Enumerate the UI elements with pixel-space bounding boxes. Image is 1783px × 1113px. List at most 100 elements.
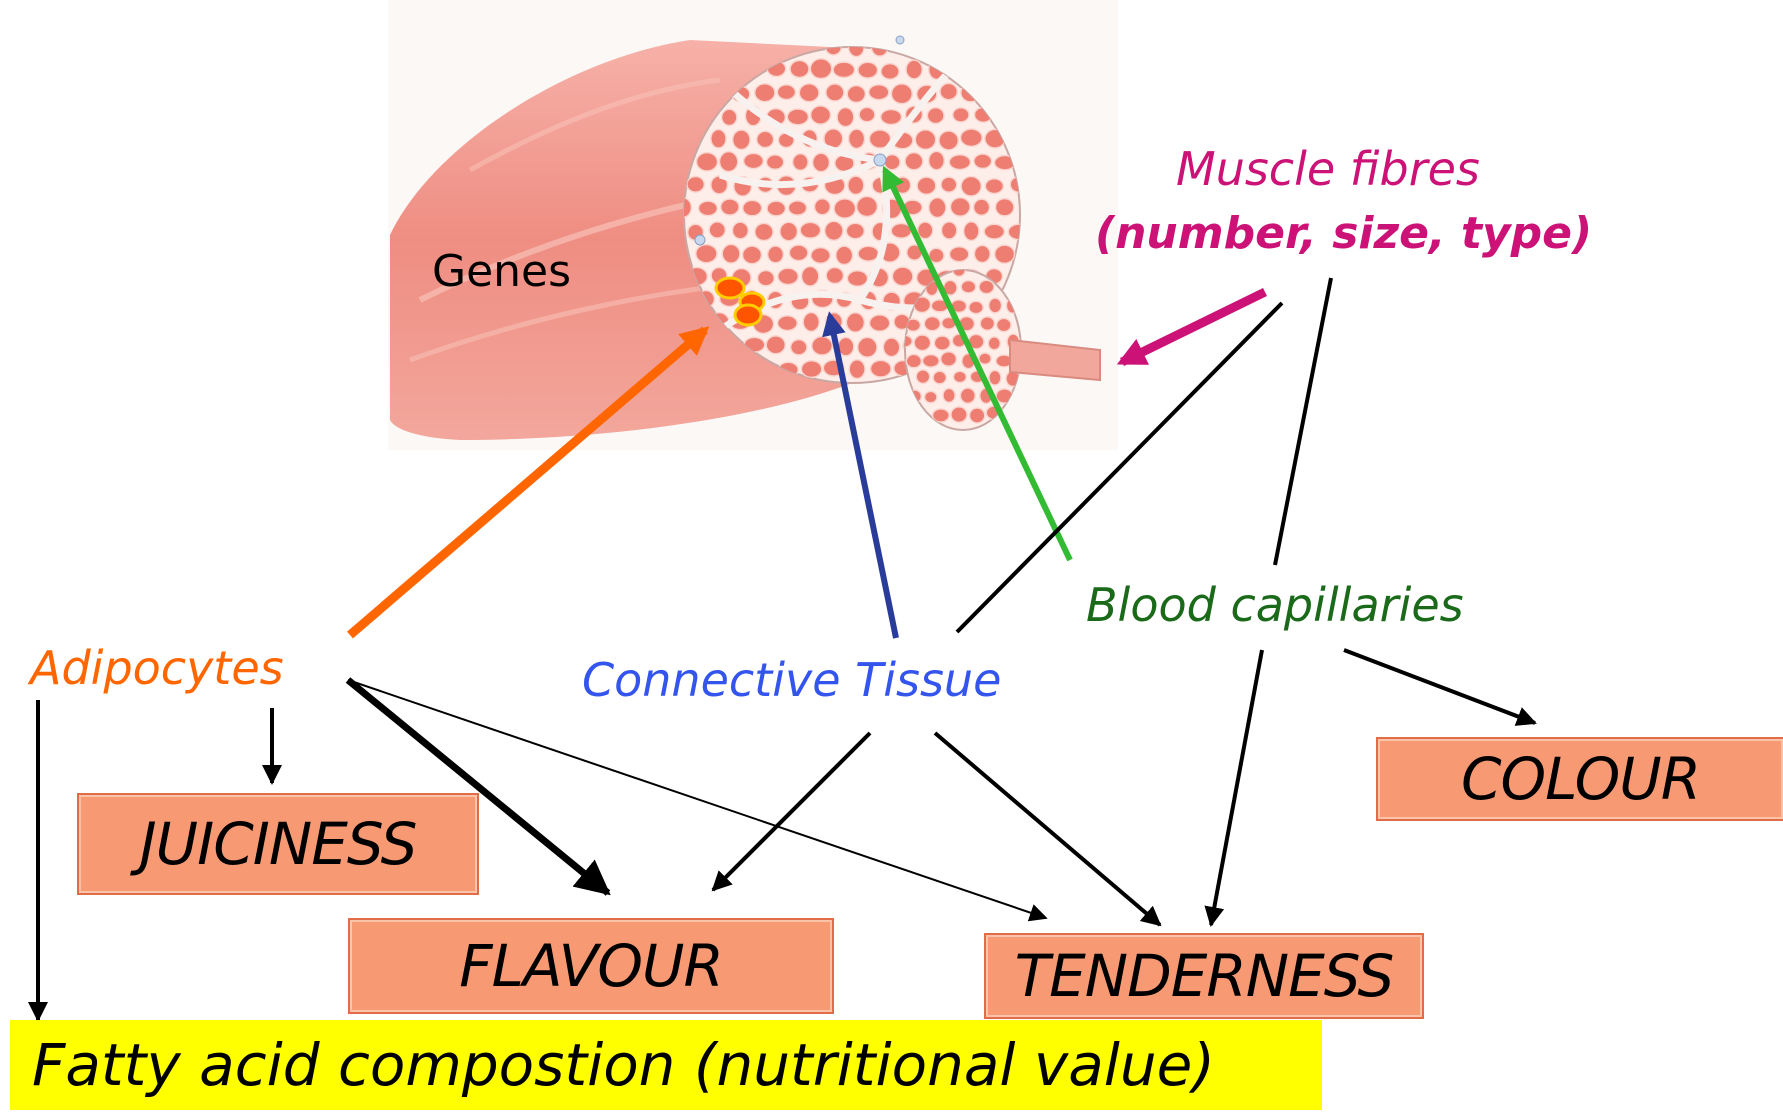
muscle-fibre-cell	[722, 109, 737, 125]
blood-capillaries-to-colour-arrow	[1344, 650, 1535, 723]
muscle-fibre-cell	[846, 313, 864, 332]
muscle-fibre-cell	[791, 340, 807, 355]
muscle-fibre-cell	[800, 222, 820, 238]
muscle-fibre-cell	[917, 177, 936, 194]
muscle-fibres-detail-label: (number, size, type)	[1095, 212, 1592, 256]
muscle-fibre-cell	[788, 201, 806, 215]
blood-capillaries-to-tenderness-arrow	[1211, 650, 1262, 925]
muscle-fibre-cell	[732, 222, 748, 239]
muscle-fibre-cell	[933, 371, 946, 384]
flavour-box: FLAVOUR	[348, 918, 834, 1014]
muscle-fibre-cell	[933, 409, 950, 422]
muscle-fibre-cell	[757, 131, 774, 147]
muscle-fibre-cell	[960, 129, 982, 146]
muscle-fibre-cell	[989, 370, 1001, 385]
muscle-fibre-cell	[847, 271, 867, 286]
muscle-fibre-cell	[848, 176, 864, 194]
muscle-fibre-cell	[803, 313, 819, 332]
muscle-fibres-label: Muscle fibres	[1176, 146, 1480, 192]
muscle-fibre-cell	[870, 315, 890, 331]
muscle-fibre-cell	[755, 84, 775, 102]
muscle-fibre-cell	[974, 199, 990, 215]
muscle-fibre-cell	[883, 338, 899, 357]
muscle-fibre-cell	[961, 281, 976, 293]
muscle-fibre-cell	[778, 268, 799, 284]
muscle-fibre-cell	[837, 108, 854, 127]
muscle-fibre-cell	[980, 317, 994, 330]
muscle-fibre-cell	[826, 84, 844, 101]
capillary-dot	[874, 154, 886, 166]
genes-label: Genes	[432, 250, 571, 294]
muscle-fibre-cell	[914, 335, 931, 351]
muscle-fibre-cell	[974, 245, 990, 262]
muscle-fibre-cell	[799, 84, 819, 102]
muscle-fibre-cell	[755, 223, 773, 240]
muscle-fibre-cell	[814, 199, 830, 215]
muscle-fibre-cell	[836, 246, 853, 264]
muscle-fibres-pointer-arrow	[1122, 292, 1265, 362]
muscle-fibre-cell	[811, 248, 830, 264]
muscle-fibre-cell	[881, 64, 899, 80]
muscle-fibres-to-capillaries-line	[1275, 278, 1331, 565]
colour-box: COLOUR	[1376, 737, 1783, 821]
connective-tissue-label: Connective Tissue	[582, 657, 1001, 703]
muscle-fibre-cell	[916, 370, 929, 383]
muscle-fibre-cell	[939, 131, 958, 150]
muscle-fibre-cell	[923, 355, 940, 367]
muscle-fibre-cell	[974, 154, 992, 168]
muscle-fibre-cell	[858, 337, 877, 357]
muscle-fibre-cell	[711, 129, 726, 148]
muscle-fibre-cell	[906, 354, 921, 367]
muscle-fibre-cell	[953, 108, 969, 122]
muscle-fibre-cell	[950, 247, 969, 262]
muscle-fibre-cell	[858, 246, 879, 261]
juiciness-box: JUICINESS	[77, 793, 479, 895]
muscle-fibre-cell	[941, 222, 956, 239]
muscle-fibre-cell	[988, 337, 1000, 350]
muscle-fibre-cell	[961, 177, 981, 197]
muscle-fibre-cell	[984, 224, 1004, 239]
adipocytes-label: Adipocytes	[30, 645, 284, 691]
muscle-fibre-cell	[758, 271, 775, 286]
muscle-fibre-cell	[696, 153, 717, 171]
muscle-fibre-cell	[777, 85, 795, 100]
muscle-fibre-cell	[969, 408, 984, 423]
muscle-fibre-cell	[859, 107, 875, 121]
muscle-fibre-cell	[934, 336, 950, 350]
muscle-fibre-cell	[940, 83, 957, 99]
muscle-fibre-cell	[778, 316, 798, 331]
muscle-fibre-cell	[929, 151, 945, 169]
muscle-fibre-cell	[833, 62, 855, 77]
muscle-fibre-cell	[884, 155, 900, 170]
muscle-fibre-cell	[964, 222, 979, 241]
muscle-fibre-cell	[687, 177, 704, 193]
muscle-fibre-cell	[789, 245, 808, 261]
muscle-fibre-cell	[722, 244, 740, 263]
muscle-fibre-cell	[802, 266, 819, 286]
muscle-fibre-cell	[858, 62, 878, 78]
muscle-fibre-cell	[849, 360, 865, 379]
muscle-fibre-cell	[743, 200, 762, 215]
muscle-fibre-cell	[941, 177, 957, 192]
muscle-fibre-cell	[793, 154, 808, 170]
muscle-fibre-cell	[780, 222, 798, 240]
blood-capillaries-label: Blood capillaries	[1086, 582, 1464, 628]
muscle-fibre-cell	[744, 153, 764, 168]
muscle-illustration	[388, 0, 1118, 450]
muscle-fibre-cell	[721, 199, 739, 215]
muscle-fibre-cell	[790, 60, 809, 77]
muscle-fibre-cell	[929, 198, 946, 218]
muscle-fibre-cell	[979, 280, 994, 293]
muscle-fibre-cell	[997, 318, 1011, 331]
muscle-fibre-cell	[925, 391, 937, 403]
muscle-fibre-cell	[768, 246, 784, 263]
muscle-fibre-cell	[810, 59, 831, 79]
muscle-fibre-cell	[915, 130, 935, 149]
muscle-fibre-cell	[766, 155, 783, 169]
muscle-fibre-cell	[927, 108, 944, 124]
muscle-fibre-cell	[869, 85, 889, 100]
muscle-fibre-cell	[857, 197, 878, 217]
muscle-fibre-cell	[953, 371, 966, 382]
